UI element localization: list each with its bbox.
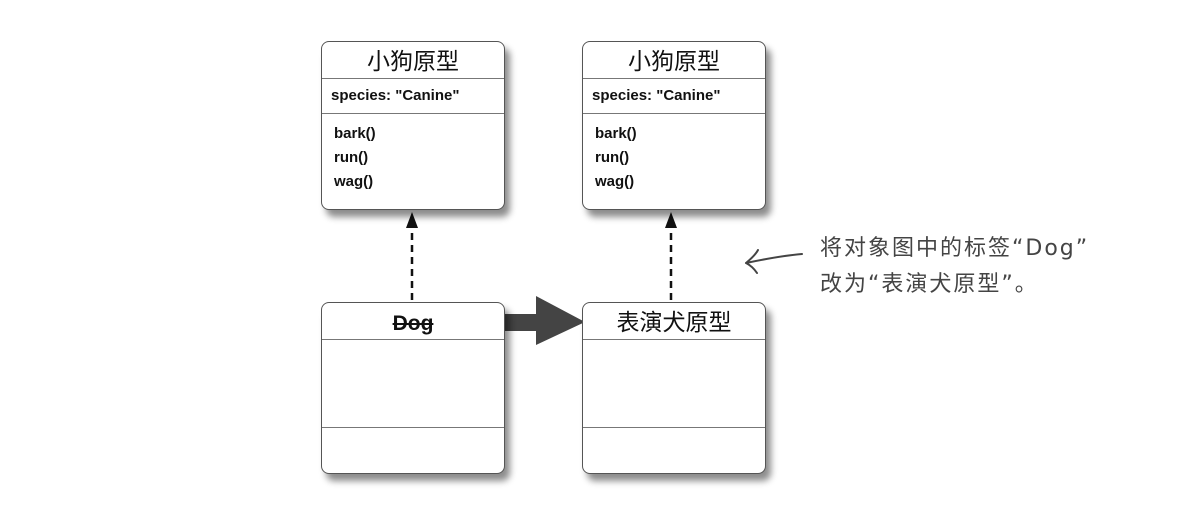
prototype-methods: bark() run() wag() <box>322 114 504 194</box>
prototype-attribute: species: "Canine" <box>583 79 765 114</box>
note-line: 将对象图中的标签“Dog” <box>820 236 1090 261</box>
prototype-attribute: species: "Canine" <box>322 79 504 114</box>
object-title: 表演犬原型 <box>583 303 765 340</box>
struck-label: Dog <box>392 312 434 335</box>
prototype-methods: bark() run() wag() <box>583 114 765 194</box>
method: run() <box>595 149 630 166</box>
object-box-dog: Dog <box>321 302 505 474</box>
method: bark() <box>595 125 637 142</box>
note-line: 改为“表演犬原型”。 <box>820 272 1039 297</box>
prototype-title: 小狗原型 <box>583 42 765 79</box>
method: wag() <box>334 173 374 190</box>
method: bark() <box>334 125 376 142</box>
method: run() <box>334 149 369 166</box>
object-attributes <box>322 340 504 428</box>
method: wag() <box>595 173 635 190</box>
object-title: Dog <box>322 303 504 340</box>
annotation-note: 将对象图中的标签“Dog” 改为“表演犬原型”。 <box>820 231 1089 303</box>
prototype-title: 小狗原型 <box>322 42 504 79</box>
object-attributes <box>583 340 765 428</box>
note-pointer-arrow <box>745 249 803 274</box>
inheritance-arrowhead-right <box>665 212 677 228</box>
inheritance-arrowhead-left <box>406 212 418 228</box>
object-box-show-dog: 表演犬原型 <box>582 302 766 474</box>
prototype-box-left: 小狗原型 species: "Canine" bark() run() wag(… <box>321 41 505 210</box>
prototype-box-right: 小狗原型 species: "Canine" bark() run() wag(… <box>582 41 766 210</box>
rename-arrow <box>446 296 585 345</box>
